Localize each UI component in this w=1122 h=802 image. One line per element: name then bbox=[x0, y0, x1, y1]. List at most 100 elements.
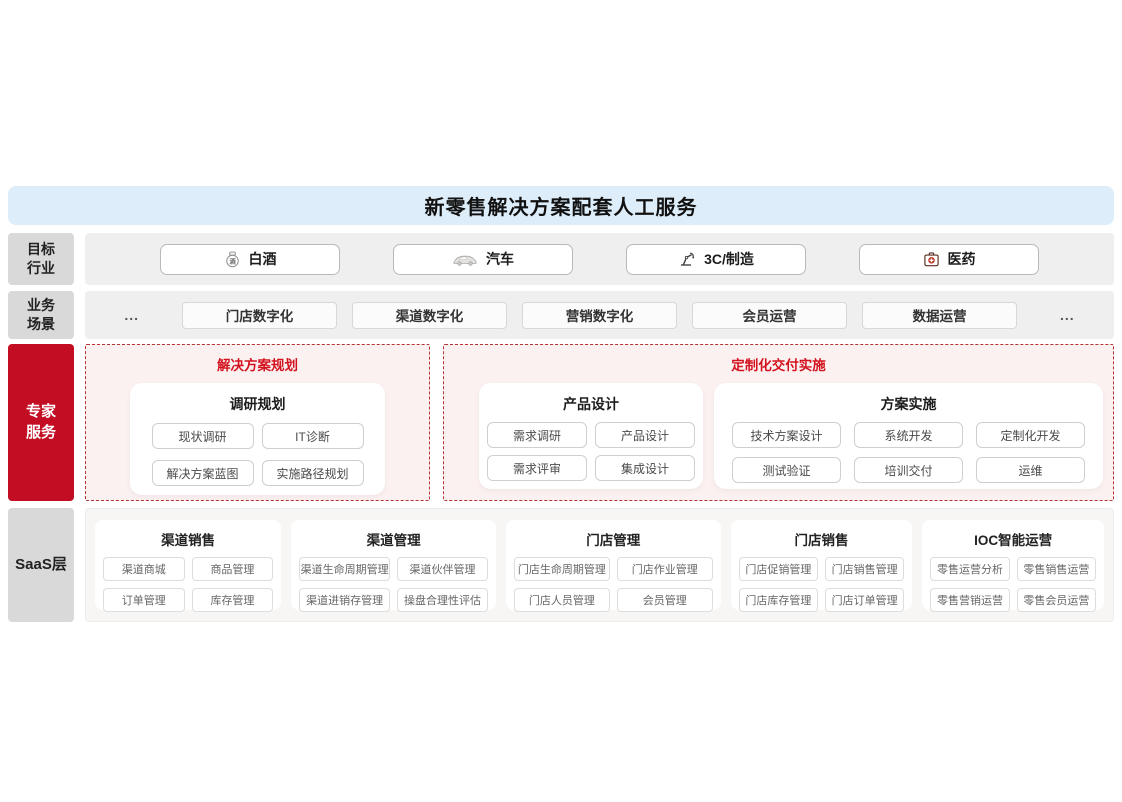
target-industry-band: 目标 行业 酒 白酒 汽车 bbox=[8, 233, 1114, 285]
scenario-button-channel-digitalization[interactable]: 渠道数字化 bbox=[352, 301, 507, 329]
expert-services-label: 专家 服务 bbox=[8, 344, 74, 501]
research-planning-card-title: 调研规划 bbox=[229, 396, 286, 412]
button-requirement-research[interactable]: 需求调研 bbox=[487, 422, 587, 448]
solution-planning-section: 解决方案规划 调研规划 现状调研 IT诊断 解决方案蓝图 实施路径规划 bbox=[85, 344, 430, 501]
business-scenario-label-line2: 场景 bbox=[27, 316, 55, 332]
robot-arm-icon bbox=[678, 251, 696, 267]
button-integration-design[interactable]: 集成设计 bbox=[595, 455, 695, 481]
car-icon bbox=[452, 253, 478, 266]
button-store-promotion-management[interactable]: 门店促销管理 bbox=[738, 557, 819, 581]
svg-text:酒: 酒 bbox=[229, 256, 236, 265]
button-inventory-management[interactable]: 库存管理 bbox=[191, 588, 274, 612]
button-implementation-roadmap[interactable]: 实施路径规划 bbox=[261, 460, 364, 486]
saas-card-title: 门店销售 bbox=[794, 533, 849, 548]
button-order-management[interactable]: 订单管理 bbox=[103, 588, 185, 612]
button-it-diagnosis[interactable]: IT诊断 bbox=[261, 423, 364, 449]
product-design-card-title: 产品设计 bbox=[563, 396, 619, 412]
product-design-grid: 需求调研 产品设计 需求评审 集成设计 bbox=[479, 422, 703, 481]
button-retail-operation-analysis[interactable]: 零售运营分析 bbox=[930, 557, 1010, 581]
button-store-inventory-management[interactable]: 门店库存管理 bbox=[738, 588, 819, 612]
industry-button-medicine[interactable]: 医药 bbox=[859, 243, 1039, 275]
button-operations-maintenance[interactable]: 运维 bbox=[976, 457, 1085, 483]
target-industry-label-line1: 目标 bbox=[27, 241, 55, 258]
button-training-delivery[interactable]: 培训交付 bbox=[854, 457, 963, 483]
button-store-lifecycle-management[interactable]: 门店生命周期管理 bbox=[513, 557, 610, 581]
solution-implementation-card: 方案实施 技术方案设计 系统开发 定制化开发 测试验证 培训交付 运维 bbox=[714, 383, 1103, 489]
customized-delivery-section: 定制化交付实施 产品设计 需求调研 产品设计 需求评审 集成设计 bbox=[443, 344, 1114, 501]
saas-grid: 渠道生命周期管理 渠道伙伴管理 渠道进销存管理 操盘合理性评估 bbox=[299, 557, 488, 612]
button-store-operation-management[interactable]: 门店作业管理 bbox=[616, 557, 713, 581]
industry-label: 医药 bbox=[947, 251, 976, 267]
medical-kit-icon bbox=[923, 251, 940, 268]
saas-card-channel-sales: 渠道销售 渠道商城 商品管理 订单管理 库存管理 bbox=[95, 520, 282, 612]
product-design-card: 产品设计 需求调研 产品设计 需求评审 集成设计 bbox=[479, 383, 703, 489]
button-technical-solution-design[interactable]: 技术方案设计 bbox=[732, 422, 841, 448]
industry-button-auto[interactable]: 汽车 bbox=[393, 243, 573, 275]
button-store-sales-management[interactable]: 门店销售管理 bbox=[825, 557, 905, 581]
business-scenario-band: 业务 场景 ... 门店数字化 渠道数字化 营销数字化 会员运营 数据运营 ..… bbox=[8, 291, 1114, 339]
button-product-design[interactable]: 产品设计 bbox=[595, 422, 695, 448]
button-retail-member-operation[interactable]: 零售会员运营 bbox=[1016, 588, 1096, 612]
saas-layer-label: SaaS层 bbox=[8, 508, 74, 622]
target-industry-row: 酒 白酒 汽车 3C/制造 bbox=[85, 233, 1114, 285]
saas-card-title: 门店管理 bbox=[586, 533, 641, 548]
ellipsis-right: ... bbox=[1060, 307, 1075, 323]
saas-grid: 门店生命周期管理 门店作业管理 门店人员管理 会员管理 bbox=[513, 557, 713, 612]
saas-grid: 门店促销管理 门店销售管理 门店库存管理 门店订单管理 bbox=[738, 557, 905, 612]
industry-button-3c-manufacturing[interactable]: 3C/制造 bbox=[626, 243, 806, 275]
scenario-button-marketing-digitalization[interactable]: 营销数字化 bbox=[522, 301, 677, 329]
scenario-button-data-operation[interactable]: 数据运营 bbox=[862, 301, 1017, 329]
research-planning-grid: 现状调研 IT诊断 解决方案蓝图 实施路径规划 bbox=[130, 423, 385, 486]
button-current-state-research[interactable]: 现状调研 bbox=[151, 423, 254, 449]
industry-label: 白酒 bbox=[248, 251, 277, 267]
button-channel-lifecycle-management[interactable]: 渠道生命周期管理 bbox=[299, 557, 391, 581]
liquor-jar-icon: 酒 bbox=[224, 251, 241, 268]
expert-services-band: 专家 服务 解决方案规划 调研规划 现状调研 IT诊断 解决方案蓝图 实施路径规… bbox=[8, 344, 1114, 501]
button-system-development[interactable]: 系统开发 bbox=[854, 422, 963, 448]
button-member-management[interactable]: 会员管理 bbox=[616, 588, 713, 612]
customized-delivery-title: 定制化交付实施 bbox=[731, 358, 826, 373]
business-scenario-row: ... 门店数字化 渠道数字化 营销数字化 会员运营 数据运营 ... bbox=[85, 291, 1114, 339]
saas-card-title: IOC智能运营 bbox=[974, 533, 1053, 548]
button-retail-marketing-operation[interactable]: 零售营销运营 bbox=[930, 588, 1010, 612]
customized-delivery-cards: 产品设计 需求调研 产品设计 需求评审 集成设计 方案实施 技术方案设 bbox=[479, 383, 1103, 489]
button-channel-psi-management[interactable]: 渠道进销存管理 bbox=[299, 588, 391, 612]
ellipsis-left: ... bbox=[124, 307, 139, 323]
target-industry-label: 目标 行业 bbox=[8, 233, 74, 285]
button-trading-rationality-evaluation[interactable]: 操盘合理性评估 bbox=[397, 588, 488, 612]
saas-layer-row: 渠道销售 渠道商城 商品管理 订单管理 库存管理 渠道管理 渠道生命周期管理 渠… bbox=[85, 508, 1114, 622]
saas-grid: 渠道商城 商品管理 订单管理 库存管理 bbox=[103, 557, 274, 612]
industry-label: 3C/制造 bbox=[704, 251, 754, 267]
expert-services-label-line2: 服务 bbox=[25, 423, 56, 441]
industry-label: 汽车 bbox=[486, 251, 514, 267]
button-store-order-management[interactable]: 门店订单管理 bbox=[825, 588, 905, 612]
expert-services-body: 解决方案规划 调研规划 现状调研 IT诊断 解决方案蓝图 实施路径规划 定制化交… bbox=[85, 344, 1114, 501]
button-store-staff-management[interactable]: 门店人员管理 bbox=[513, 588, 610, 612]
button-channel-partner-management[interactable]: 渠道伙伴管理 bbox=[397, 557, 488, 581]
saas-card-title: 渠道管理 bbox=[366, 533, 421, 548]
saas-card-ioc-intelligent-operation: IOC智能运营 零售运营分析 零售销售运营 零售营销运营 零售会员运营 bbox=[922, 520, 1104, 612]
button-solution-blueprint[interactable]: 解决方案蓝图 bbox=[151, 460, 254, 486]
page-title: 新零售解决方案配套人工服务 bbox=[424, 197, 698, 219]
button-channel-mall[interactable]: 渠道商城 bbox=[103, 557, 185, 581]
scenario-button-member-operation[interactable]: 会员运营 bbox=[692, 301, 847, 329]
saas-card-channel-management: 渠道管理 渠道生命周期管理 渠道伙伴管理 渠道进销存管理 操盘合理性评估 bbox=[291, 520, 496, 612]
saas-grid: 零售运营分析 零售销售运营 零售营销运营 零售会员运营 bbox=[930, 557, 1096, 612]
button-requirement-review[interactable]: 需求评审 bbox=[487, 455, 587, 481]
business-scenario-label: 业务 场景 bbox=[8, 291, 74, 339]
solution-planning-title: 解决方案规划 bbox=[217, 358, 298, 373]
saas-card-store-management: 门店管理 门店生命周期管理 门店作业管理 门店人员管理 会员管理 bbox=[505, 520, 721, 612]
solution-implementation-grid: 技术方案设计 系统开发 定制化开发 测试验证 培训交付 运维 bbox=[732, 422, 1085, 483]
button-retail-sales-operation[interactable]: 零售销售运营 bbox=[1016, 557, 1096, 581]
business-scenario-label-line1: 业务 bbox=[27, 297, 55, 314]
button-customized-development[interactable]: 定制化开发 bbox=[976, 422, 1085, 448]
saas-card-title: 渠道销售 bbox=[161, 533, 216, 548]
button-product-management[interactable]: 商品管理 bbox=[191, 557, 274, 581]
diagram-content: 新零售解决方案配套人工服务 目标 行业 酒 白酒 汽车 bbox=[8, 186, 1114, 622]
research-planning-card: 调研规划 现状调研 IT诊断 解决方案蓝图 实施路径规划 bbox=[130, 383, 385, 495]
button-test-verification[interactable]: 测试验证 bbox=[732, 457, 841, 483]
industry-button-liquor[interactable]: 酒 白酒 bbox=[160, 243, 340, 275]
scenario-button-store-digitalization[interactable]: 门店数字化 bbox=[182, 301, 337, 329]
saas-layer-band: SaaS层 渠道销售 渠道商城 商品管理 订单管理 库存管理 渠道管理 渠道生命… bbox=[8, 508, 1114, 622]
